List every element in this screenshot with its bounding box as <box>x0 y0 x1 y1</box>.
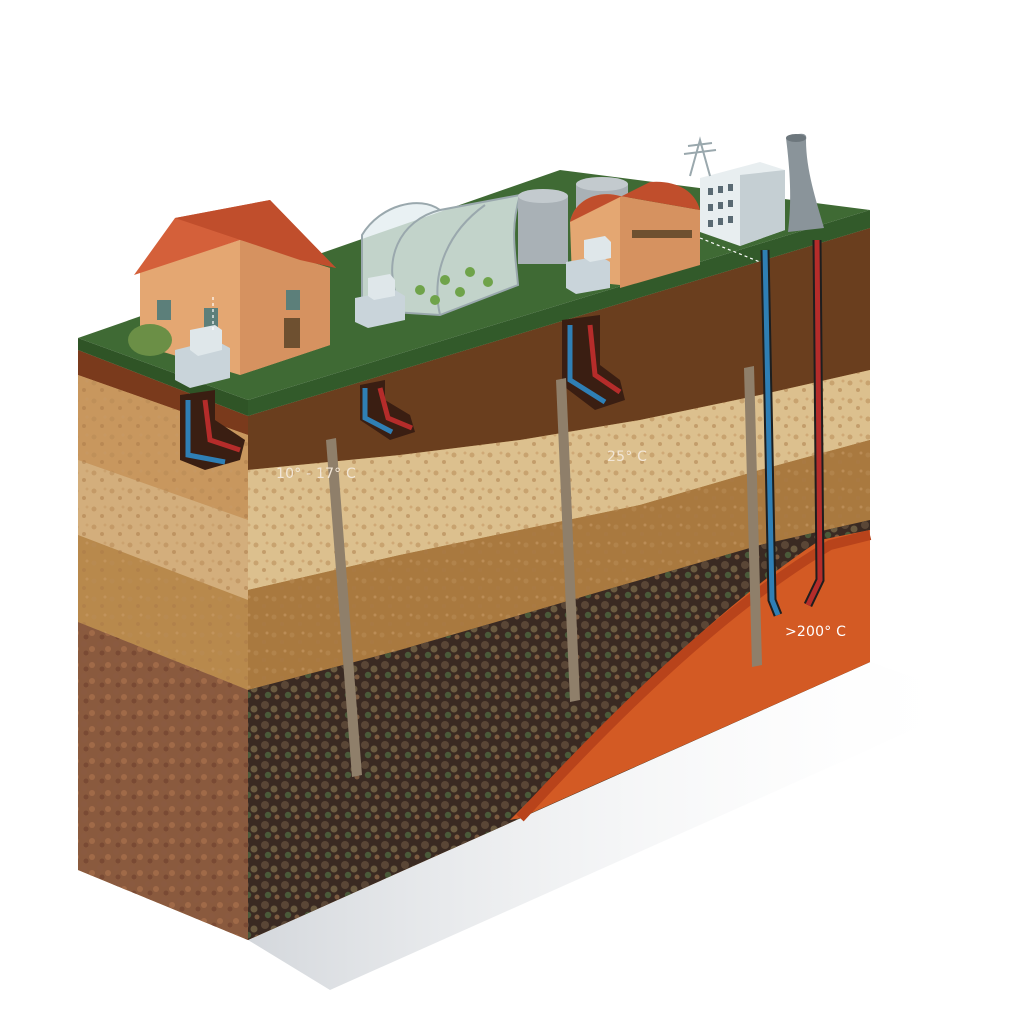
transmission-tower-icon <box>683 136 717 177</box>
power-plant-icon <box>700 162 785 246</box>
ground-shadow <box>248 662 980 990</box>
magma-region <box>510 530 870 820</box>
greenhouse-icon <box>361 193 522 317</box>
mid-temperature-label: 25° C <box>607 449 648 465</box>
shallow-loop-greenhouse <box>360 380 415 440</box>
block-front-face <box>248 228 872 940</box>
heat-pump-unit-icon <box>355 274 405 328</box>
shallow-loop-barn <box>562 315 625 410</box>
cooling-tower-icon <box>786 133 824 232</box>
shallow-loop-house <box>180 390 245 470</box>
shallow-temperature-label: 10° - 17° C <box>276 466 357 482</box>
deep-temperature-label: >200° C <box>785 624 847 640</box>
house-icon <box>128 200 336 375</box>
well-shaft-2 <box>556 378 580 702</box>
well-shaft-1 <box>326 438 362 777</box>
heat-pump-unit-icon <box>566 236 611 294</box>
deep-geothermal-pipes <box>760 239 825 617</box>
block-left-face <box>78 350 248 940</box>
heat-pump-unit-icon <box>175 325 230 388</box>
well-shaft-3 <box>744 366 762 667</box>
